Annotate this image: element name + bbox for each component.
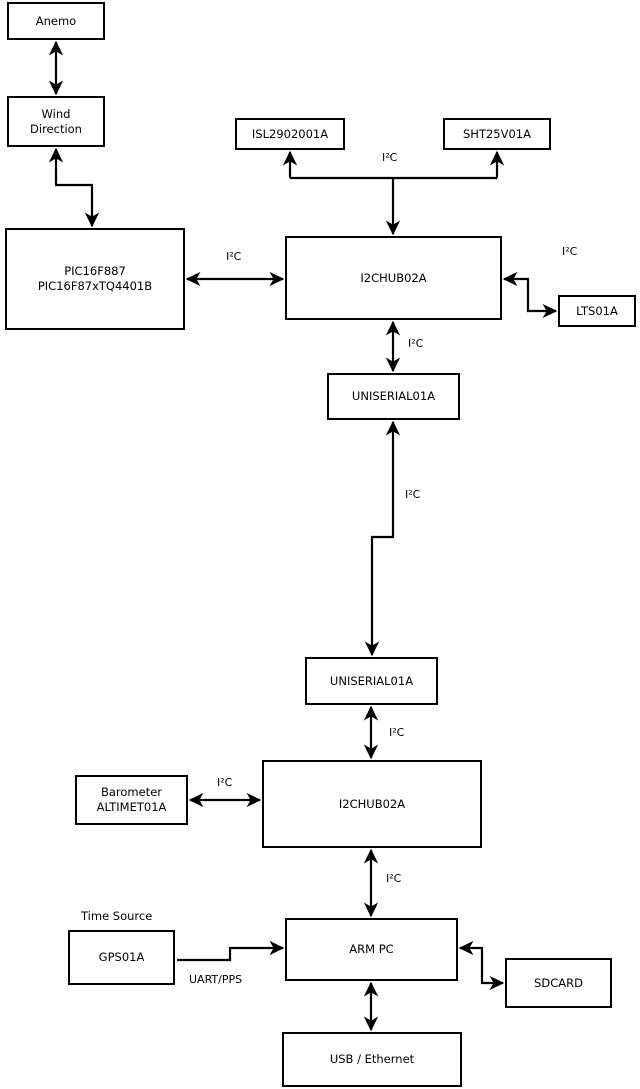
connector-hubtop-lts <box>502 271 558 319</box>
node-wind-direction[interactable]: Wind Direction <box>7 96 105 147</box>
node-uniserial01a-bottom[interactable]: UNISERIAL01A <box>305 657 438 705</box>
node-arm-pc[interactable]: ARM PC <box>285 918 458 981</box>
node-sdcard-label: SDCARD <box>534 975 583 990</box>
wire-label-i2c-hub-uniserial-top: I²C <box>408 337 424 350</box>
node-anemo-label: Anemo <box>35 13 77 28</box>
node-i2chub02a-bottom-label: I2CHUB02A <box>338 796 406 811</box>
node-pic16f887-label: PIC16F887 PIC16F87xTQ4401B <box>37 264 153 293</box>
connector-wind-pic <box>48 147 100 228</box>
node-sht25v01a[interactable]: SHT25V01A <box>443 118 551 150</box>
wire-label-i2c-barometer-hub: I²C <box>217 776 233 789</box>
node-barometer-altimet01a-label: Barometer ALTIMET01A <box>96 785 167 814</box>
node-anemo[interactable]: Anemo <box>7 2 105 40</box>
node-isl2902001a-label: ISL2902001A <box>251 126 329 141</box>
node-i2chub02a-top[interactable]: I2CHUB02A <box>285 236 502 320</box>
node-wind-direction-label: Wind Direction <box>30 106 82 136</box>
connector-armpc-sdcard <box>458 940 505 991</box>
node-uniserial01a-bottom-label: UNISERIAL01A <box>329 673 414 688</box>
wire-label-uart-pps: UART/PPS <box>189 973 243 986</box>
node-i2chub02a-top-label: I2CHUB02A <box>360 270 427 285</box>
node-arm-pc-label: ARM PC <box>349 942 394 957</box>
node-i2chub02a-bottom[interactable]: I2CHUB02A <box>262 760 482 848</box>
node-uniserial01a-top-label: UNISERIAL01A <box>351 389 436 404</box>
node-lts01a-label: LTS01A <box>576 303 618 318</box>
wire-label-i2c-hub-lts: I²C <box>562 245 578 258</box>
node-sdcard[interactable]: SDCARD <box>505 958 612 1008</box>
wire-label-i2c-uniserial-hub-bottom: I²C <box>389 726 405 739</box>
node-lts01a[interactable]: LTS01A <box>558 295 636 327</box>
node-sht25v01a-label: SHT25V01A <box>463 126 531 141</box>
wire-label-i2c-pic-hub: I²C <box>226 250 242 263</box>
node-barometer-altimet01a[interactable]: Barometer ALTIMET01A <box>75 775 188 825</box>
node-isl2902001a[interactable]: ISL2902001A <box>235 118 345 150</box>
node-uniserial01a-top[interactable]: UNISERIAL01A <box>327 373 460 420</box>
wire-label-i2c-uniserial-link: I²C <box>405 488 421 501</box>
label-time-source: Time Source <box>81 909 153 923</box>
node-gps01a[interactable]: GPS01A <box>68 930 175 985</box>
node-usb-ethernet-label: USB / Ethernet <box>329 1052 415 1067</box>
wire-label-i2c-hub-branch: I²C <box>382 151 398 164</box>
node-usb-ethernet[interactable]: USB / Ethernet <box>282 1032 462 1087</box>
node-pic16f887[interactable]: PIC16F887 PIC16F87xTQ4401B <box>5 228 185 330</box>
wire-label-i2c-hub-armpc: I²C <box>386 872 402 885</box>
connector-unitop-unibot <box>364 420 401 657</box>
node-gps01a-label: GPS01A <box>98 950 145 965</box>
connector-gps-armpc <box>177 940 285 962</box>
